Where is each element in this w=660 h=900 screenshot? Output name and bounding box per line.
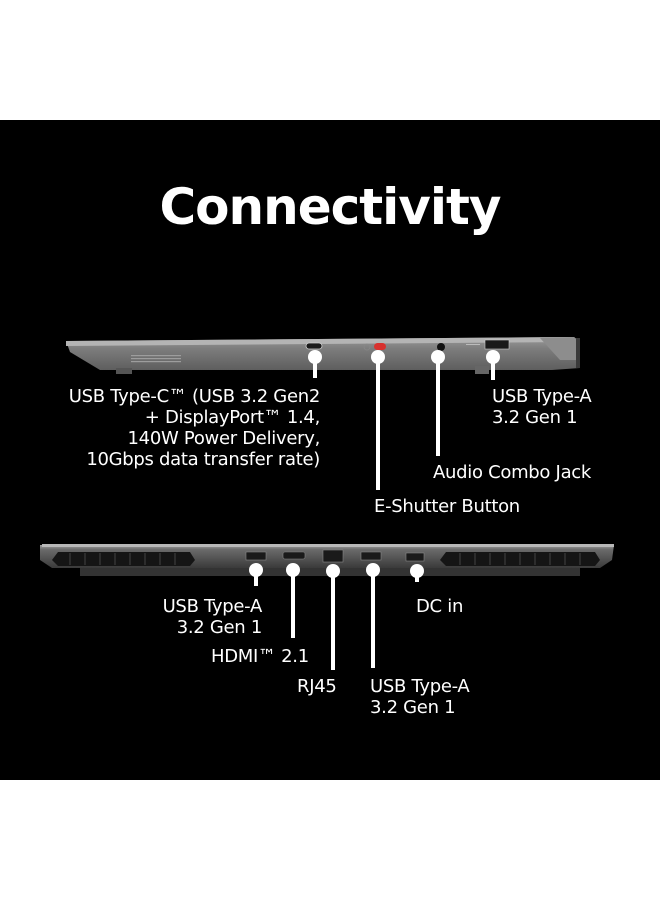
rj45-label: RJ45 [297,676,337,697]
usb-a-side-port-icon [484,339,510,350]
e-shutter-leader-line [376,360,380,490]
e-shutter-label: E-Shutter Button [374,496,520,517]
usb-c-port-icon [305,342,323,350]
dc-in-label: DC in [416,596,464,617]
hdmi-label: HDMI™ 2.1 [211,646,309,667]
rj45-port-icon [322,549,344,563]
hdmi-port-icon [282,551,306,560]
rj45-marker [326,564,340,578]
page-title: Connectivity [159,178,501,236]
usb-a-rear-2-marker [366,563,380,577]
usb-c-marker [308,350,322,364]
hdmi-marker [286,563,300,577]
e-shutter-marker [371,350,385,364]
hdmi-leader-line [291,572,295,638]
audio-marker [431,350,445,364]
audio-leader-line [436,360,440,456]
usb-a-rear-port-icon [360,551,382,561]
usb-a-side-marker [486,350,500,364]
usb-a-rear-1-marker [249,563,263,577]
usb-a-rear-1-leader-line [254,572,258,586]
dc-in-marker [410,564,424,578]
dc-in-port-icon [405,552,425,562]
e-shutter-switch-icon [374,343,386,350]
usb-a-rear-2-label: USB Type-A 3.2 Gen 1 [370,676,470,718]
rj45-leader-line [331,572,335,670]
black-background-panel [0,120,660,780]
audio-label: Audio Combo Jack [433,462,592,483]
usb-a-rear-1-label: USB Type-A 3.2 Gen 1 [162,596,263,638]
usb-a-rear-2-leader-line [371,572,375,668]
usb-c-leader-line [313,360,317,378]
usb-a-rear-port-icon [245,551,267,561]
dc-in-leader-line [415,572,419,582]
usb-a-side-label: USB Type-A 3.2 Gen 1 [492,386,592,428]
usb-c-label: USB Type-C™ (USB 3.2 Gen2 + DisplayPort™… [68,386,321,470]
usb-a-side-leader-line [491,360,495,380]
audio-jack-icon [437,343,445,351]
